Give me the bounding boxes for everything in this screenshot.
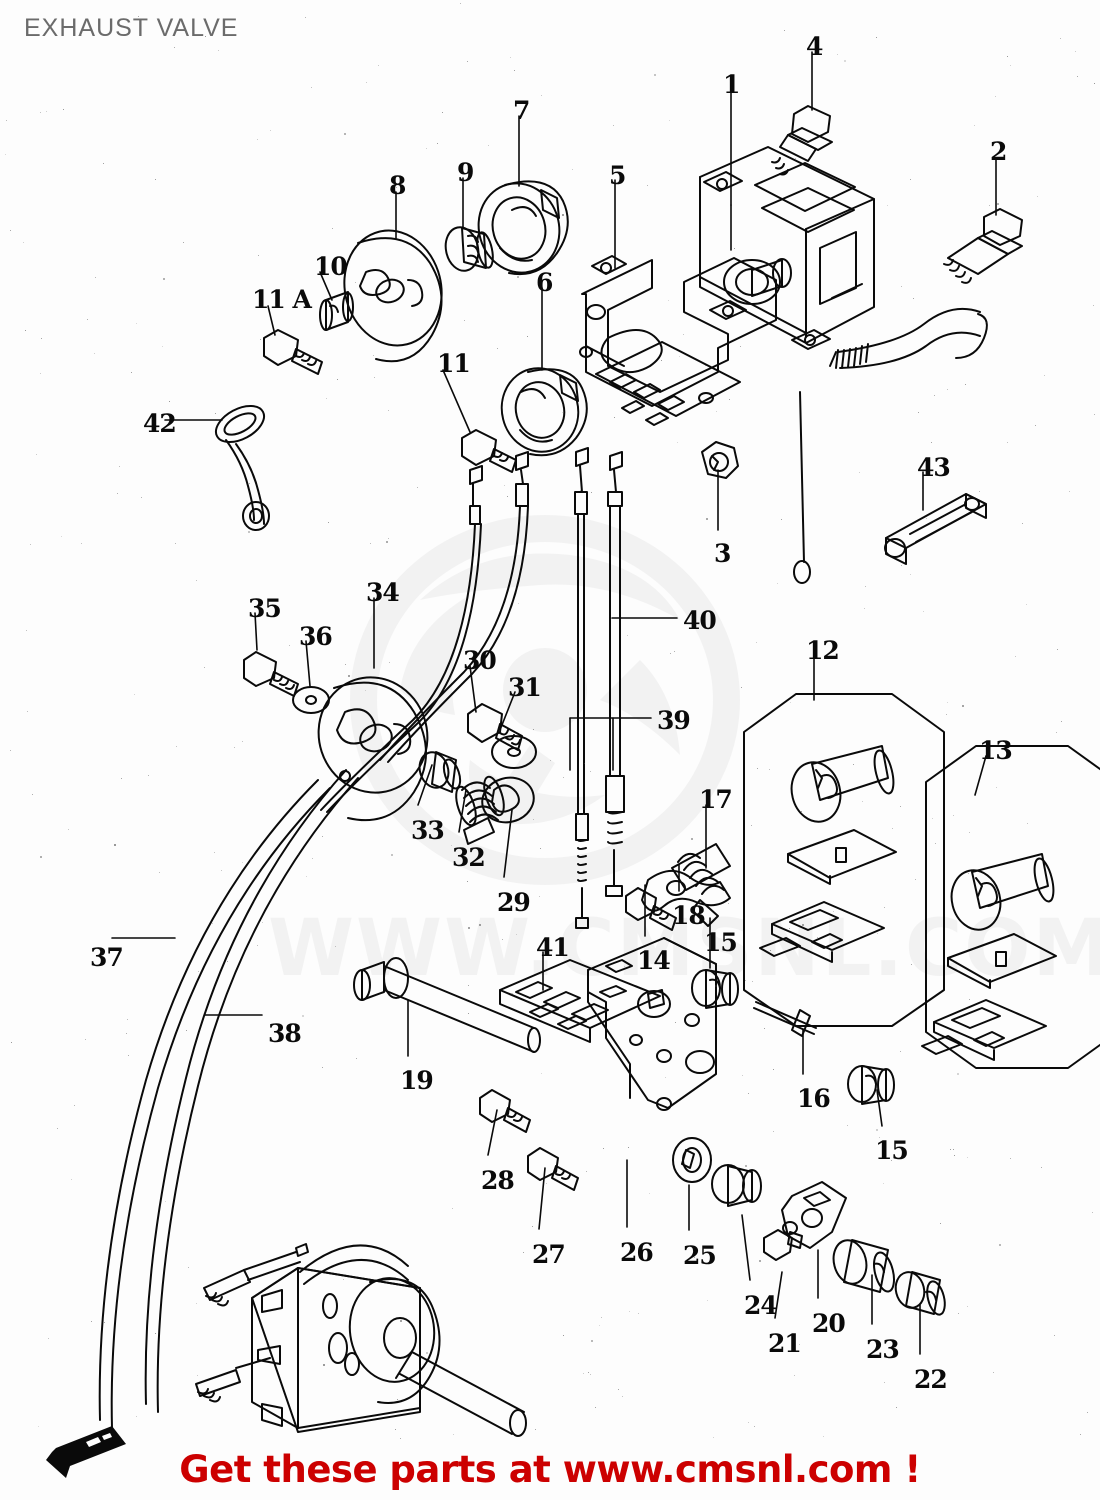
callout-6: 6: [536, 268, 553, 297]
callout-34: 34: [366, 578, 400, 607]
callout-41: 41: [536, 933, 570, 962]
callout-1: 1: [723, 70, 740, 99]
callout-18: 18: [672, 901, 706, 930]
callout-8: 8: [389, 171, 406, 200]
callout-35: 35: [248, 594, 282, 623]
callout-26: 26: [620, 1238, 654, 1267]
callout-11a: 11 A: [252, 285, 312, 314]
callout-4: 4: [806, 32, 823, 61]
callout-2: 2: [990, 137, 1007, 166]
callout-24: 24: [744, 1291, 778, 1320]
callout-17: 17: [699, 785, 733, 814]
callout-14: 14: [637, 946, 671, 975]
callout-23: 23: [866, 1335, 900, 1364]
callout-3: 3: [714, 539, 731, 568]
callout-37: 37: [90, 943, 124, 972]
callout-40: 40: [683, 606, 717, 635]
callout-43: 43: [917, 453, 951, 482]
callout-28: 28: [481, 1166, 515, 1195]
callout-7: 7: [513, 96, 530, 125]
callout-9: 9: [457, 158, 474, 187]
footer-promo-text: Get these parts at www.cmsnl.com !: [179, 1448, 921, 1491]
callout-11: 11: [437, 349, 471, 378]
callout-30: 30: [463, 646, 497, 675]
callout-36: 36: [299, 622, 333, 651]
callout-31: 31: [508, 673, 542, 702]
callout-16: 16: [797, 1084, 831, 1113]
callout-33: 33: [411, 816, 445, 845]
callout-22: 22: [914, 1365, 948, 1394]
callout-13: 13: [979, 736, 1013, 765]
callout-27: 27: [532, 1240, 566, 1269]
callout-39: 39: [657, 706, 691, 735]
callout-19: 19: [400, 1066, 434, 1095]
callout-15-lower: 15: [875, 1136, 909, 1165]
callout-20: 20: [812, 1309, 846, 1338]
page-title: EXHAUST VALVE: [24, 14, 239, 42]
callout-10: 10: [314, 252, 348, 281]
callout-5: 5: [609, 161, 626, 190]
callout-42: 42: [143, 409, 177, 438]
callout-15-upper: 15: [704, 928, 738, 957]
callout-29: 29: [497, 888, 531, 917]
callout-21: 21: [768, 1329, 802, 1358]
callout-32: 32: [452, 843, 486, 872]
callout-38: 38: [268, 1019, 302, 1048]
callout-12: 12: [806, 636, 840, 665]
callout-25: 25: [683, 1241, 717, 1270]
